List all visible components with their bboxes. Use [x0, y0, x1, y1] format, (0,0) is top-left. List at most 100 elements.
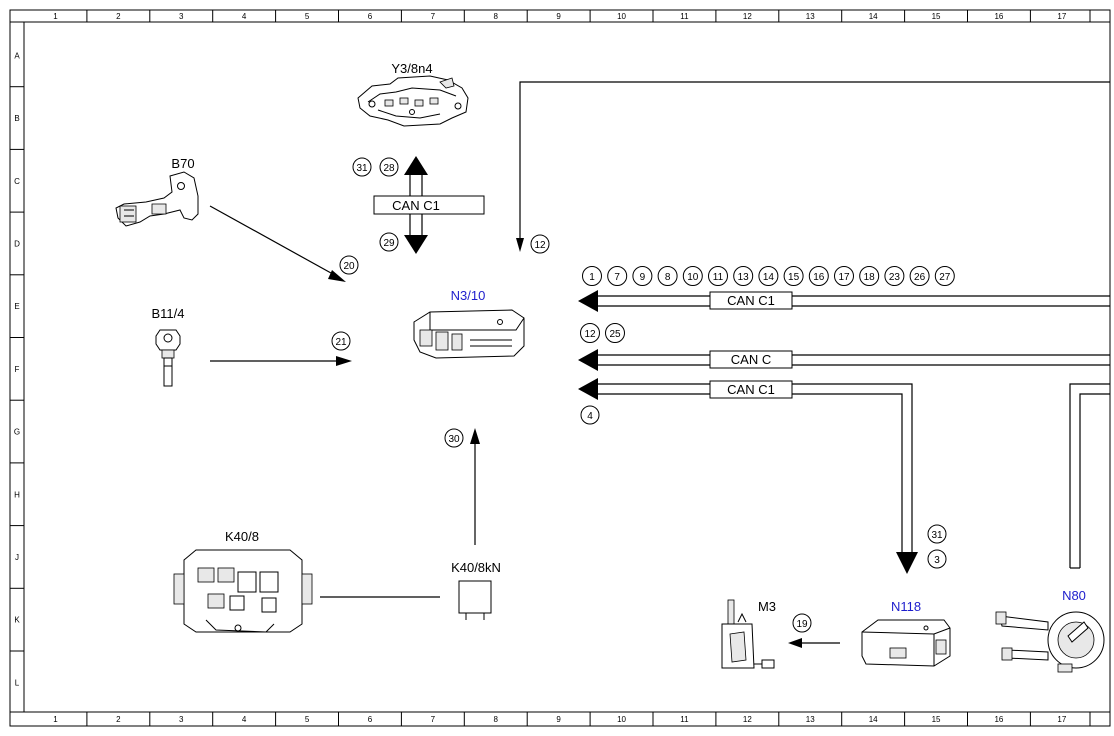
callout-number: 13: [738, 272, 750, 283]
diagram-frame: [9, 9, 1111, 727]
callout-number: 17: [838, 272, 850, 283]
k40-8-component: K40/8: [173, 529, 313, 633]
callout-top-arrow: 12: [530, 234, 550, 254]
callout-circle: 11: [708, 266, 728, 286]
grid-col-top-label: 8: [494, 12, 499, 21]
k40-8kn-signal-arrow: [470, 428, 480, 545]
callout-number: 11: [713, 272, 724, 283]
can-c1-lower-bus: [578, 378, 918, 574]
can-c1-top-box: [373, 195, 485, 215]
callout-circle: 14: [758, 266, 779, 286]
svg-text:29: 29: [383, 238, 395, 249]
grid-col-bottom-label: 13: [806, 715, 815, 724]
grid-col-bottom-label: 2: [116, 715, 121, 724]
engine-control-unit-icon: [413, 309, 525, 359]
callout-n118-b: 3: [927, 549, 947, 569]
left-grid-bar: [9, 21, 25, 713]
k40-8kn-component: K40/8kN: [451, 560, 501, 620]
grid-col-bottom-label: 6: [368, 715, 373, 724]
svg-text:30: 30: [448, 434, 460, 445]
b11-4-component: B11/4: [151, 306, 185, 387]
callout-n118-a: 31: [927, 524, 947, 544]
grid-col-bottom-label: 4: [242, 715, 247, 724]
grid-row-label: H: [14, 490, 20, 499]
callout-number: 27: [939, 272, 951, 283]
can-c-bus: [578, 349, 1110, 371]
grid-row-label: D: [14, 239, 20, 248]
svg-text:20: 20: [343, 261, 355, 272]
grid-col-bottom-label: 7: [431, 715, 436, 724]
grid-col-top-label: 17: [1057, 12, 1066, 21]
b11-4-signal-arrow: [210, 356, 352, 366]
y3-8n4-label: Y3/8n4: [391, 61, 432, 76]
svg-text:12: 12: [534, 240, 546, 251]
callout-number: 10: [687, 272, 699, 283]
b70-label: B70: [171, 156, 194, 171]
k40-8-label: K40/8: [225, 529, 259, 544]
grid-row-label: L: [15, 678, 20, 687]
n80-bus: [1069, 383, 1110, 569]
grid-col-bottom-label: 1: [53, 715, 58, 724]
svg-text:4: 4: [587, 411, 593, 422]
n3-10-label: N3/10: [451, 288, 486, 303]
n118-label: N118: [891, 599, 921, 614]
grid-col-bottom-label: 14: [869, 715, 878, 724]
grid-col-top-label: 14: [869, 12, 878, 21]
grid-row-label: F: [15, 365, 20, 374]
callout-b70: 20: [339, 255, 359, 275]
m3-component: M3: [721, 599, 776, 669]
svg-text:31: 31: [356, 163, 368, 174]
relay-icon: [458, 580, 492, 620]
grid-col-top-label: 13: [806, 12, 815, 21]
fuel-pump-control-unit-icon: [861, 619, 951, 667]
grid-col-top-label: 16: [994, 12, 1003, 21]
grid-row-label: J: [15, 553, 19, 562]
m3-signal-arrow: [788, 638, 840, 648]
grid-col-bottom-label: 15: [932, 715, 941, 724]
callout-b11-4: 21: [331, 331, 351, 351]
callout-circle: 23: [884, 266, 905, 286]
callout-circle: 9: [632, 266, 653, 286]
callout-number: 14: [763, 272, 775, 283]
valve-body-icon: [357, 75, 469, 127]
callout-number: 1: [589, 272, 595, 283]
fuse-relay-box-icon: [173, 549, 313, 633]
callout-y3-down: 29: [379, 232, 399, 252]
grid-col-bottom-label: 16: [994, 715, 1003, 724]
crankshaft-sensor-icon: [115, 171, 199, 227]
can-c-callouts: 12 25: [580, 323, 625, 343]
fuel-pump-icon: [721, 599, 775, 669]
grid-col-top-label: 15: [932, 12, 941, 21]
grid-col-bottom-label: 10: [617, 715, 626, 724]
grid-col-top-label: 9: [556, 12, 561, 21]
callout-circle: 1: [582, 266, 602, 286]
grid-col-top-label: 12: [743, 12, 752, 21]
can-c1-top-label: CAN C1: [392, 198, 440, 213]
steering-column-module-icon: [995, 611, 1105, 673]
callout-circle: 25: [605, 323, 625, 343]
grid-col-top-label: 2: [116, 12, 121, 21]
callout-number: 12: [584, 329, 596, 340]
callout-number: 23: [889, 272, 901, 283]
k40-8kn-label: K40/8kN: [451, 560, 501, 575]
n80-label: N80: [1062, 588, 1086, 603]
grid-col-top-label: 1: [53, 12, 58, 21]
callout-circle: 18: [859, 266, 880, 286]
grid-col-top-label: 7: [431, 12, 436, 21]
svg-text:19: 19: [796, 619, 808, 630]
grid-row-label: A: [14, 51, 20, 60]
y3-8n4-component: Y3/8n4: [357, 61, 469, 127]
n80-component: N80: [995, 588, 1105, 673]
callout-circle: 10: [682, 266, 703, 286]
grid-row-label: C: [14, 177, 20, 186]
callout-circle: 27: [934, 266, 955, 286]
callout-number: 15: [788, 272, 800, 283]
top-grid-bar: [9, 9, 1111, 23]
grid-col-bottom-label: 3: [179, 715, 184, 724]
callout-circle: 17: [834, 266, 854, 286]
callout-circle: 12: [580, 323, 600, 343]
b11-4-label: B11/4: [151, 306, 184, 321]
